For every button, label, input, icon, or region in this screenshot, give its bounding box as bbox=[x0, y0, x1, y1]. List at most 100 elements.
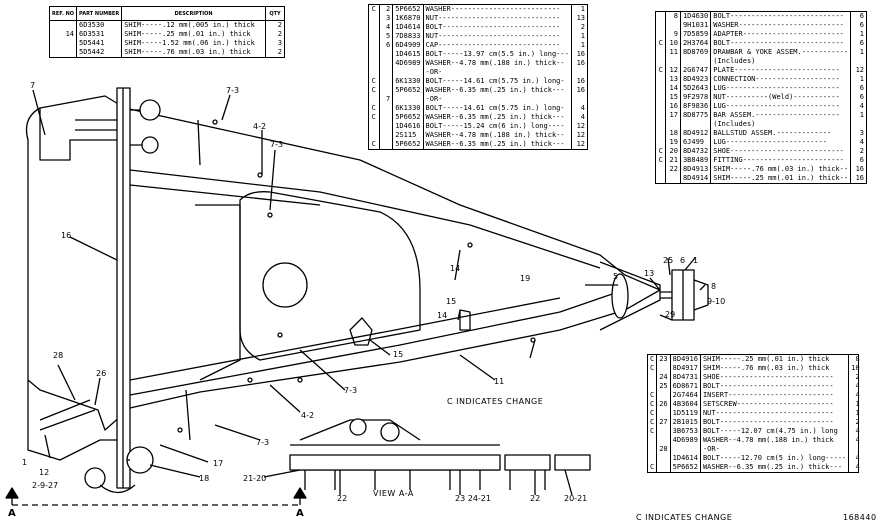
change-marker: C bbox=[369, 140, 380, 149]
table-row: 28-OR- bbox=[648, 445, 862, 454]
change-marker: C bbox=[648, 391, 658, 400]
description: LUG--------------------------- bbox=[710, 102, 852, 111]
part-number: 2G7464 bbox=[670, 391, 701, 400]
quantity: 1 bbox=[580, 41, 585, 49]
ref-number bbox=[656, 409, 671, 418]
quantity: 1 bbox=[855, 400, 860, 408]
description: WASHER--6.35 mm(.25 in.) thick--- bbox=[423, 113, 572, 122]
change-marker bbox=[656, 48, 667, 57]
change-marker: C bbox=[648, 463, 658, 472]
ref-number bbox=[379, 131, 394, 140]
quantity: 12 bbox=[576, 131, 585, 139]
table-row: 7-OR- bbox=[369, 95, 587, 104]
ref-number bbox=[665, 57, 681, 66]
quantity: 1 bbox=[859, 75, 864, 83]
description: BOLT--------------------------- bbox=[700, 418, 850, 427]
ref-number: 21 bbox=[665, 156, 681, 165]
callout-17: 17 bbox=[213, 459, 224, 468]
quantity: 16 bbox=[855, 165, 864, 173]
description: BOLT--------------------------- bbox=[700, 382, 850, 391]
description: WASHER--4.78 mm(.188 in.) thick-- bbox=[423, 59, 572, 68]
change-marker bbox=[369, 131, 380, 140]
description: WASHER------------------------- bbox=[710, 21, 852, 30]
part-number: 5P6652 bbox=[392, 113, 424, 122]
quantity: 8 bbox=[855, 355, 860, 363]
ref-number bbox=[665, 174, 681, 183]
description: WASHER--6.35 mm(.25 in.) thick--- bbox=[423, 86, 572, 95]
change-marker bbox=[369, 23, 380, 32]
part-number: 8D4731 bbox=[670, 373, 701, 382]
description: BALLSTUD ASSEM.------------- bbox=[710, 129, 852, 138]
quantity: 4 bbox=[855, 436, 860, 444]
part-number bbox=[392, 95, 424, 104]
part-number: 5P6652 bbox=[392, 86, 424, 95]
ref-number bbox=[379, 50, 394, 59]
quantity bbox=[571, 95, 587, 104]
quantity: 4 bbox=[580, 104, 585, 112]
ref-number: 23 bbox=[656, 355, 671, 364]
change-marker bbox=[656, 174, 667, 183]
callout-4-2: 4-2 bbox=[253, 122, 267, 131]
change-marker: C bbox=[369, 113, 380, 122]
change-marker: C bbox=[656, 39, 667, 48]
part-number: 6K1330 bbox=[392, 104, 424, 113]
callout-22: 22 bbox=[337, 494, 348, 503]
quantity: 16 bbox=[576, 77, 585, 85]
ref-number: 4 bbox=[379, 23, 394, 32]
part-number: 7D8833 bbox=[392, 32, 424, 41]
ref-number: 12 bbox=[665, 66, 681, 75]
part-number: 5P6652 bbox=[392, 5, 424, 14]
part-number: 1D4616 bbox=[392, 122, 424, 131]
description: BOLT-----14.61 cm(5.75 in.) long- bbox=[423, 104, 572, 113]
part-number: 2B1015 bbox=[670, 418, 701, 427]
quantity: 16 bbox=[576, 50, 585, 58]
change-marker: C bbox=[648, 427, 658, 436]
quantity: 4 bbox=[859, 138, 864, 146]
description: -OR- bbox=[423, 95, 572, 104]
callout-7-3: 7-3 bbox=[270, 140, 284, 149]
part-number: 6J499 bbox=[680, 138, 712, 147]
ref-number bbox=[379, 86, 394, 95]
change-marker bbox=[648, 382, 658, 391]
change-marker bbox=[656, 75, 667, 84]
callout-28: 28 bbox=[53, 351, 64, 360]
quantity: 6 bbox=[859, 84, 864, 92]
quantity: 4 bbox=[855, 382, 860, 390]
callout-25: 25 bbox=[663, 256, 674, 265]
description: SHIM-----.12 mm(.005 in.) thick bbox=[121, 20, 266, 30]
part-number: 8D4916 bbox=[670, 355, 701, 364]
change-marker bbox=[656, 21, 667, 30]
description: WASHER--4.78 mm(.188 in.) thick-- bbox=[423, 131, 572, 140]
quantity: 4 bbox=[855, 454, 860, 462]
change-marker: C bbox=[656, 66, 667, 75]
change-marker: C bbox=[656, 156, 667, 165]
quantity: 12 bbox=[855, 66, 864, 74]
change-marker bbox=[648, 454, 658, 463]
callout-7: 7 bbox=[30, 81, 36, 90]
part-number: 5D2643 bbox=[680, 84, 712, 93]
description: (Includes) bbox=[710, 57, 852, 66]
change-marker bbox=[369, 59, 380, 68]
description: BOLT-----12.70 cm(5 in.) long----- bbox=[700, 454, 850, 463]
part-number: 1D4615 bbox=[392, 50, 424, 59]
description: FITTING------------------------ bbox=[710, 156, 852, 165]
ref-number bbox=[656, 454, 671, 463]
quantity: 6 bbox=[859, 12, 864, 20]
description: LUG--------------------------- bbox=[710, 84, 852, 93]
quantity: 2 bbox=[277, 48, 282, 56]
